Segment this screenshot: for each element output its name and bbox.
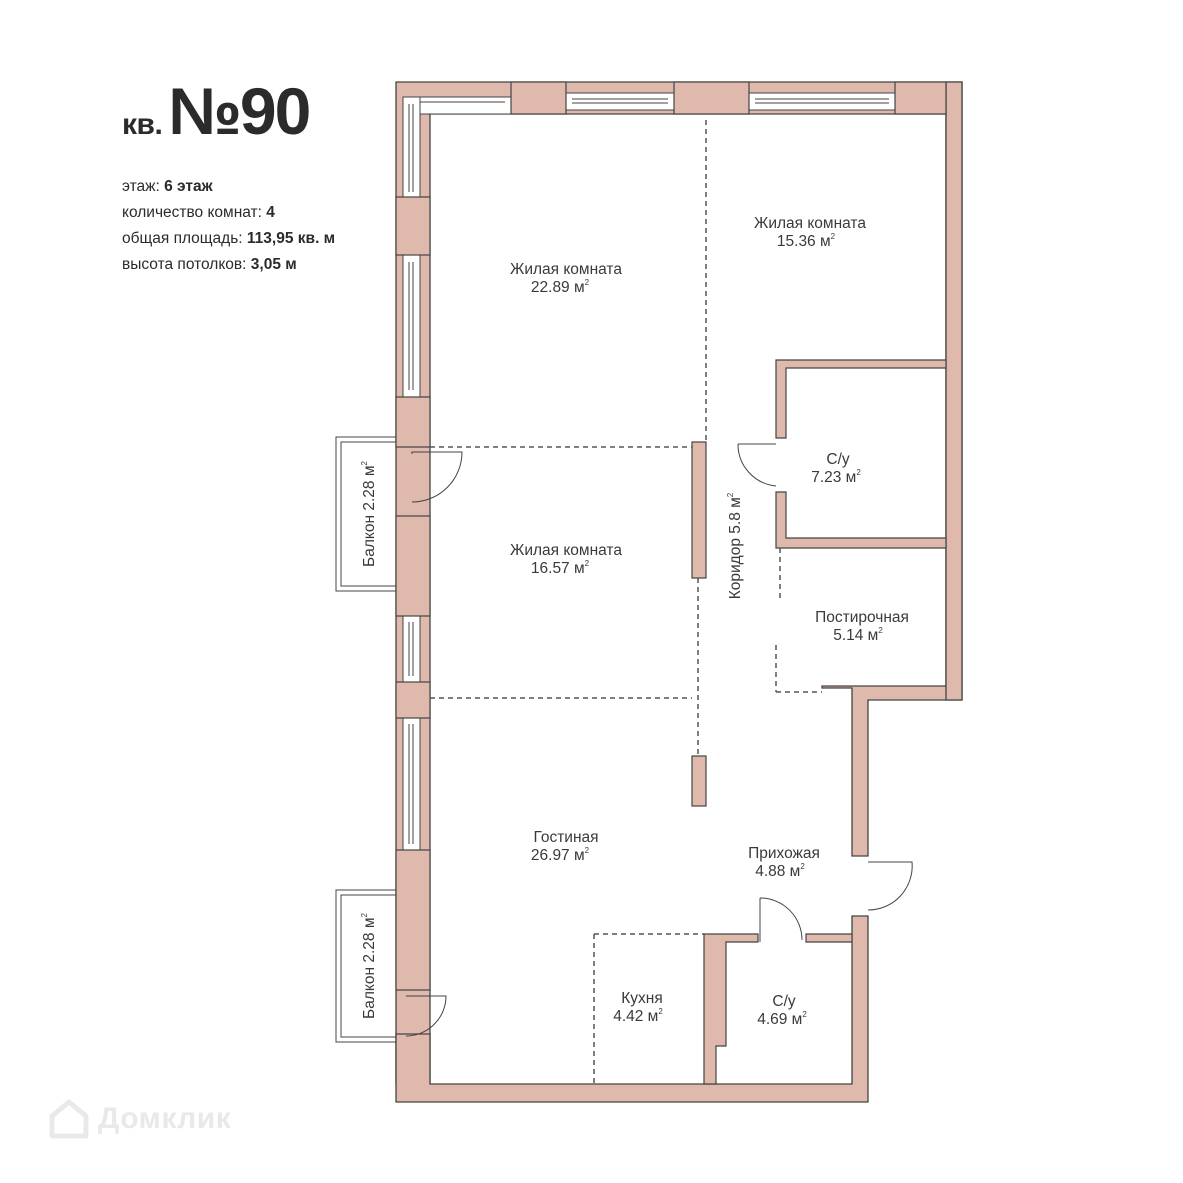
window xyxy=(565,92,675,111)
room-area-living1: 22.89 м2 xyxy=(531,278,590,296)
rooms-count-value: 4 xyxy=(266,204,275,221)
room-area-living2: 15.36 м2 xyxy=(777,232,836,250)
door-balcony-1 xyxy=(411,451,463,503)
room-name-living3: Жилая комната xyxy=(510,542,622,559)
exterior-walls: Жилая комната 22.89 м2 Жилая комната 15.… xyxy=(335,81,963,1103)
house-logo-icon xyxy=(49,1099,89,1139)
wall-bath2-top xyxy=(805,933,853,943)
svg-text:Балкон 2.28 м2: Балкон 2.28 м2 xyxy=(360,461,378,567)
floor-label: этаж: xyxy=(122,178,160,195)
room-name-balcony1: Балкон xyxy=(361,515,378,567)
exterior-wall-right xyxy=(945,81,963,701)
balconies xyxy=(335,436,397,1043)
apartment-number: №90 xyxy=(168,74,311,148)
windows-left xyxy=(402,96,421,851)
svg-text:Коридор 5.8 м2: Коридор 5.8 м2 xyxy=(726,492,744,599)
room-area-bath1: 7.23 м2 xyxy=(811,468,861,486)
exterior-wall-top-right xyxy=(395,81,963,1085)
room-area-kitchen: 4.42 м2 xyxy=(613,1007,663,1025)
ceiling-height-value: 3,05 м xyxy=(250,256,297,273)
room-area-balcony2: 2.28 м xyxy=(361,918,378,963)
room-area-laundry: 5.14 м2 xyxy=(833,626,883,644)
door-bath1 xyxy=(737,443,777,487)
zone-separators xyxy=(430,120,822,1084)
exterior-wall-bottom xyxy=(395,915,869,1103)
wall-bath1-top xyxy=(775,359,947,439)
title-prefix: кв. xyxy=(122,108,163,141)
floor-row: этаж: 6 этаж xyxy=(122,174,335,200)
room-label-balcony2: Балкон 2.28 м2 xyxy=(360,913,378,1019)
window xyxy=(748,92,896,111)
svg-text:Балкон 2.28 м2: Балкон 2.28 м2 xyxy=(360,913,378,1019)
room-area-balcony1: 2.28 м xyxy=(361,466,378,511)
corridor-partition xyxy=(691,441,707,579)
ceiling-height-label: высота потолков: xyxy=(122,256,247,273)
door-balcony-2 xyxy=(405,995,447,1037)
watermark-text: Домклик xyxy=(98,1102,232,1135)
room-name-bath1: С/у xyxy=(826,451,850,468)
window xyxy=(402,254,421,398)
ceiling-height-row: высота потолков: 3,05 м xyxy=(122,252,335,278)
rooms-count-label: количество комнат: xyxy=(122,204,262,221)
apartment-details: этаж: 6 этаж количество комнат: 4 общая … xyxy=(122,174,335,278)
room-name-hall: Прихожая xyxy=(748,845,820,862)
room-area-lounge: 26.97 м2 xyxy=(531,846,590,864)
windows-top xyxy=(410,92,896,115)
room-labels: Жилая комната 22.89 м2 Жилая комната 15.… xyxy=(360,215,909,1028)
wall-bath2-left xyxy=(703,933,759,1085)
interior-walls xyxy=(691,359,947,1085)
total-area-row: общая площадь: 113,95 кв. м xyxy=(122,226,335,252)
room-label-balcony1: Балкон 2.28 м2 xyxy=(360,461,378,567)
room-name-living2: Жилая комната xyxy=(754,215,866,232)
wall-bath1-bottom xyxy=(775,491,947,549)
room-name-corridor: Коридор xyxy=(727,538,744,599)
room-name-living1: Жилая комната xyxy=(510,261,622,278)
door-bath2 xyxy=(759,897,803,942)
room-name-kitchen: Кухня xyxy=(621,990,662,1007)
room-name-balcony2: Балкон xyxy=(361,967,378,1019)
room-name-lounge: Гостиная xyxy=(533,829,598,846)
total-area-label: общая площадь: xyxy=(122,230,243,247)
floor-value: 6 этаж xyxy=(164,178,213,195)
window xyxy=(402,717,421,851)
room-area-bath2: 4.69 м2 xyxy=(757,1010,807,1028)
room-area-corridor: 5.8 м xyxy=(727,497,744,534)
room-area-hall: 4.88 м2 xyxy=(755,862,805,880)
door-entrance xyxy=(867,861,913,911)
window xyxy=(402,96,421,198)
watermark: Домклик xyxy=(48,1098,231,1140)
apartment-title: кв. №90 xyxy=(122,74,311,148)
window xyxy=(402,615,421,683)
rooms-count-row: количество комнат: 4 xyxy=(122,200,335,226)
room-name-bath2: С/у xyxy=(772,993,796,1010)
room-area-living3: 16.57 м2 xyxy=(531,559,590,577)
room-name-laundry: Постирочная xyxy=(815,609,909,626)
pillars xyxy=(395,81,947,991)
room-label-corridor: Коридор 5.8 м2 xyxy=(726,492,744,599)
total-area-value: 113,95 кв. м xyxy=(246,230,336,247)
doors xyxy=(405,443,913,1037)
window xyxy=(410,96,512,115)
corridor-partition-short xyxy=(691,755,707,807)
